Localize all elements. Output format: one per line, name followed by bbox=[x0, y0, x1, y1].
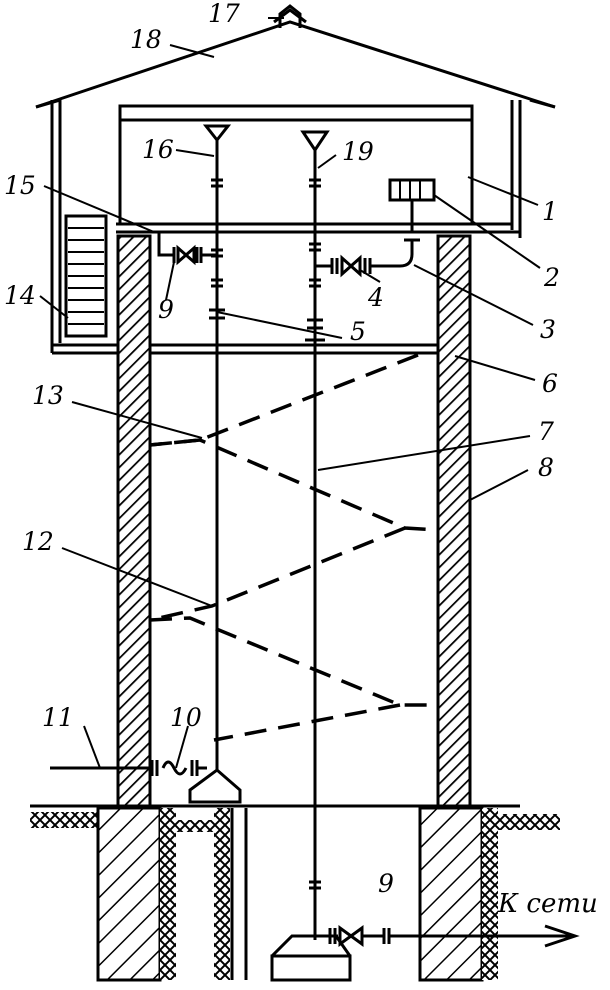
drain-outlet bbox=[50, 760, 242, 804]
outlet-pipe bbox=[202, 124, 232, 770]
overflow-branch bbox=[152, 230, 217, 266]
tank-room-floor bbox=[52, 343, 458, 355]
level-gauge bbox=[388, 178, 436, 202]
inlet-branch bbox=[315, 200, 420, 278]
label-14: 14 bbox=[4, 281, 36, 310]
label-7: 7 bbox=[538, 417, 554, 446]
heater bbox=[64, 214, 108, 338]
label-19: 19 bbox=[342, 137, 374, 166]
label-18: 18 bbox=[130, 25, 162, 54]
label-15: 15 bbox=[4, 171, 36, 200]
label-12: 12 bbox=[22, 527, 54, 556]
supply-pipe bbox=[300, 130, 330, 940]
bottom-valve bbox=[270, 924, 580, 982]
staircase bbox=[149, 353, 439, 742]
label-9b: 9 bbox=[378, 869, 394, 898]
label-3: 3 bbox=[540, 315, 556, 344]
label-4: 4 bbox=[367, 283, 384, 312]
foundation bbox=[30, 806, 560, 982]
label-16: 16 bbox=[142, 135, 174, 164]
label-8: 8 bbox=[538, 453, 554, 482]
callout-labels: 17 18 16 19 15 1 2 4 9 14 3 5 6 13 7 8 1… bbox=[4, 0, 598, 919]
label-10: 10 bbox=[170, 703, 202, 732]
label-5: 5 bbox=[350, 317, 366, 346]
label-9a: 9 bbox=[158, 295, 174, 324]
label-11: 11 bbox=[42, 703, 74, 732]
shaft-walls bbox=[116, 234, 472, 808]
label-17: 17 bbox=[208, 0, 240, 28]
roof bbox=[35, 20, 556, 353]
label-13: 13 bbox=[32, 381, 64, 410]
network-connection-label: К сети bbox=[497, 889, 598, 919]
leader-lines bbox=[39, 17, 541, 769]
label-1: 1 bbox=[542, 197, 558, 226]
label-6: 6 bbox=[542, 369, 558, 398]
label-2: 2 bbox=[543, 263, 560, 292]
